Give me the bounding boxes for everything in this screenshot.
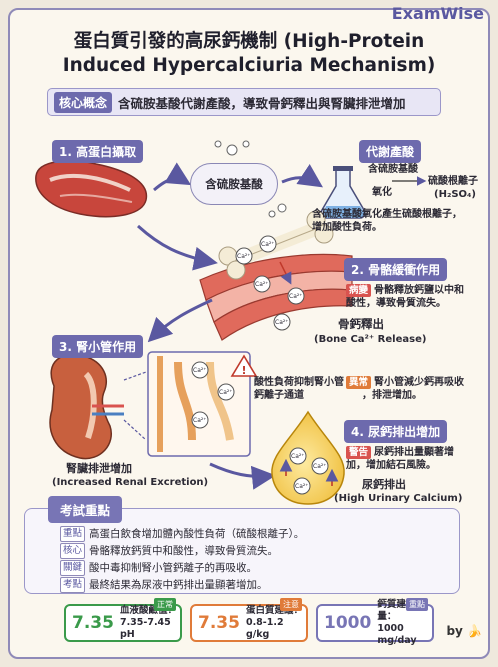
step3-text-2: ，排泄增加。 — [362, 390, 422, 401]
kidney-subtitle: (Increased Renal Excretion) — [52, 477, 209, 488]
step2-text-1: 病變骨骼釋放鈣鹽以中和 — [346, 284, 464, 297]
drop-subtitle: (High Urinary Calcium) — [334, 493, 463, 504]
drop-title: 尿鈣排出 — [362, 478, 406, 491]
inhibit-text-2: 鈣離子通道 — [254, 390, 304, 401]
flask-icon — [320, 166, 366, 219]
bone-release-subtitle: (Bone Ca²⁺ Release) — [314, 334, 427, 345]
card-chip: 重點 — [406, 598, 428, 611]
card-chip: 注意 — [280, 598, 302, 611]
calcium-card: 1000 鈣質建議量： 1000 mg/day 重點 — [316, 598, 434, 646]
calcium-ions-bone — [235, 235, 305, 331]
inhibit-text-1: 酸性負荷抑制腎小管 — [254, 377, 344, 388]
card-label: 鈣質建議量： — [377, 599, 416, 622]
exam-row: 核心 骨骼釋放鈣質中和酸性，導致骨質流失。 — [60, 543, 278, 559]
card-chip: 正常 — [154, 598, 176, 611]
exam-points-title: 考試重點 — [48, 496, 123, 523]
step3-label: 3. 腎小管作用 — [52, 335, 144, 358]
step2-label: 2. 骨骼緩衝作用 — [344, 258, 448, 281]
equation-formula: (H₂SO₄) — [434, 189, 476, 200]
exam-row: 考點 最終結果為尿液中鈣排出量顯著增加。 — [60, 577, 268, 593]
kidney-title: 腎臟排泄增加 — [66, 462, 132, 475]
equation-left: 含硫胺基酸 — [368, 164, 418, 175]
ion-label: Ca²⁺ — [237, 253, 251, 260]
equation-right: 硫酸根離子 — [428, 176, 478, 187]
byline: by 🍌 — [446, 624, 482, 638]
exam-row: 關鍵 酸中毒抑制腎小管鈣離子的再吸收。 — [60, 560, 257, 576]
card-value: 1000 mg/day — [377, 623, 417, 646]
ion-label: Ca²⁺ — [291, 453, 305, 460]
exam-text: 高蛋白飲食增加體內酸性負荷（硫酸根離子）。 — [89, 528, 305, 540]
step1-label: 1. 高蛋白攝取 — [52, 140, 144, 163]
card-number: 7.35 — [72, 613, 114, 633]
svg-text:!: ! — [241, 364, 246, 377]
exam-row: 重點 高蛋白飲食增加體內酸性負荷（硫酸根離子）。 — [60, 526, 304, 542]
card-number: 1000 — [324, 613, 372, 633]
exam-tag: 重點 — [60, 526, 86, 542]
core-concept-text: 含硫胺基酸代謝產酸，導致骨鈣釋出與腎臟排泄增加 — [118, 95, 406, 111]
brand-logo: ExamWise — [391, 4, 484, 23]
core-concept-bar: 核心概念 含硫胺基酸代謝產酸，導致骨鈣釋出與腎臟排泄增加 — [47, 88, 441, 116]
core-concept-tag: 核心概念 — [54, 91, 113, 113]
warning-icon: ! — [230, 354, 258, 377]
step2-text-2: 酸性，導致骨質流失。 — [346, 298, 446, 309]
ion-label: Ca²⁺ — [193, 417, 207, 424]
card-label: 血液酸鹼值： — [119, 605, 177, 616]
card-label: 蛋白質建議： — [245, 605, 303, 616]
ion-label: Ca²⁺ — [261, 241, 275, 248]
card-value: 7.35-7.45 pH — [119, 617, 171, 640]
title-line-1: 蛋白質引發的高尿鈣機制 (High-Protein — [73, 31, 425, 52]
metabolism-desc-2: 增加酸性負荷。 — [312, 222, 382, 233]
exam-text: 骨骼釋放鈣質中和酸性，導致骨質流失。 — [89, 545, 279, 557]
metabolism-label: 代謝產酸 — [359, 140, 422, 163]
exam-text: 酸中毒抑制腎小管鈣離子的再吸收。 — [89, 562, 258, 574]
ion-label: Ca²⁺ — [295, 483, 309, 490]
equation-middle: 氧化 — [372, 187, 392, 198]
step4-badge: 警告 — [346, 446, 372, 459]
ph-card: 7.35 血液酸鹼值： 7.35-7.45 pH 正常 — [64, 598, 182, 642]
step2-badge: 病變 — [346, 284, 372, 297]
card-value: 0.8-1.2 g/kg — [245, 617, 284, 640]
exam-tag: 核心 — [60, 543, 86, 559]
steak-icon — [35, 160, 148, 218]
step4-text-1: 警告尿鈣排出量顯著增 — [346, 446, 454, 459]
banana-icon: 🍌 — [467, 624, 482, 638]
exam-text: 最終結果為尿液中鈣排出量顯著增加。 — [89, 579, 268, 591]
exam-tag: 關鍵 — [60, 560, 86, 576]
tubule-magnified-view — [123, 351, 251, 457]
ion-label: Ca²⁺ — [255, 281, 269, 288]
step4-text-2: 加，增加結石風險。 — [346, 460, 436, 471]
ion-label: Ca²⁺ — [289, 293, 303, 300]
ion-label: Ca²⁺ — [313, 463, 327, 470]
bone-release-title: 骨鈣釋出 — [338, 317, 384, 331]
step4-label: 4. 尿鈣排出增加 — [344, 420, 448, 443]
sulfur-amino-acid-cloud: 含硫胺基酸 — [190, 163, 278, 205]
exam-tag: 考點 — [60, 577, 86, 593]
step3-badge: 異常 — [346, 376, 372, 389]
metabolism-desc-1: 含硫胺基酸氧化產生硫酸根離子， — [312, 209, 462, 220]
step3-text-1: 異常腎小管減少鈣再吸收 — [346, 376, 464, 389]
protein-card: 7.35 蛋白質建議： 0.8-1.2 g/kg 注意 — [190, 598, 308, 642]
page-title: 蛋白質引發的高尿鈣機制 (High-Protein Induced Hyperc… — [0, 30, 498, 78]
ion-label: Ca²⁺ — [193, 367, 207, 374]
title-line-2: Induced Hypercalciuria Mechanism) — [62, 55, 436, 76]
ion-label: Ca²⁺ — [219, 389, 233, 396]
ion-label: Ca²⁺ — [275, 319, 289, 326]
card-number: 7.35 — [198, 613, 240, 633]
kidney-icon — [49, 353, 124, 460]
urine-drop-icon — [271, 410, 345, 505]
